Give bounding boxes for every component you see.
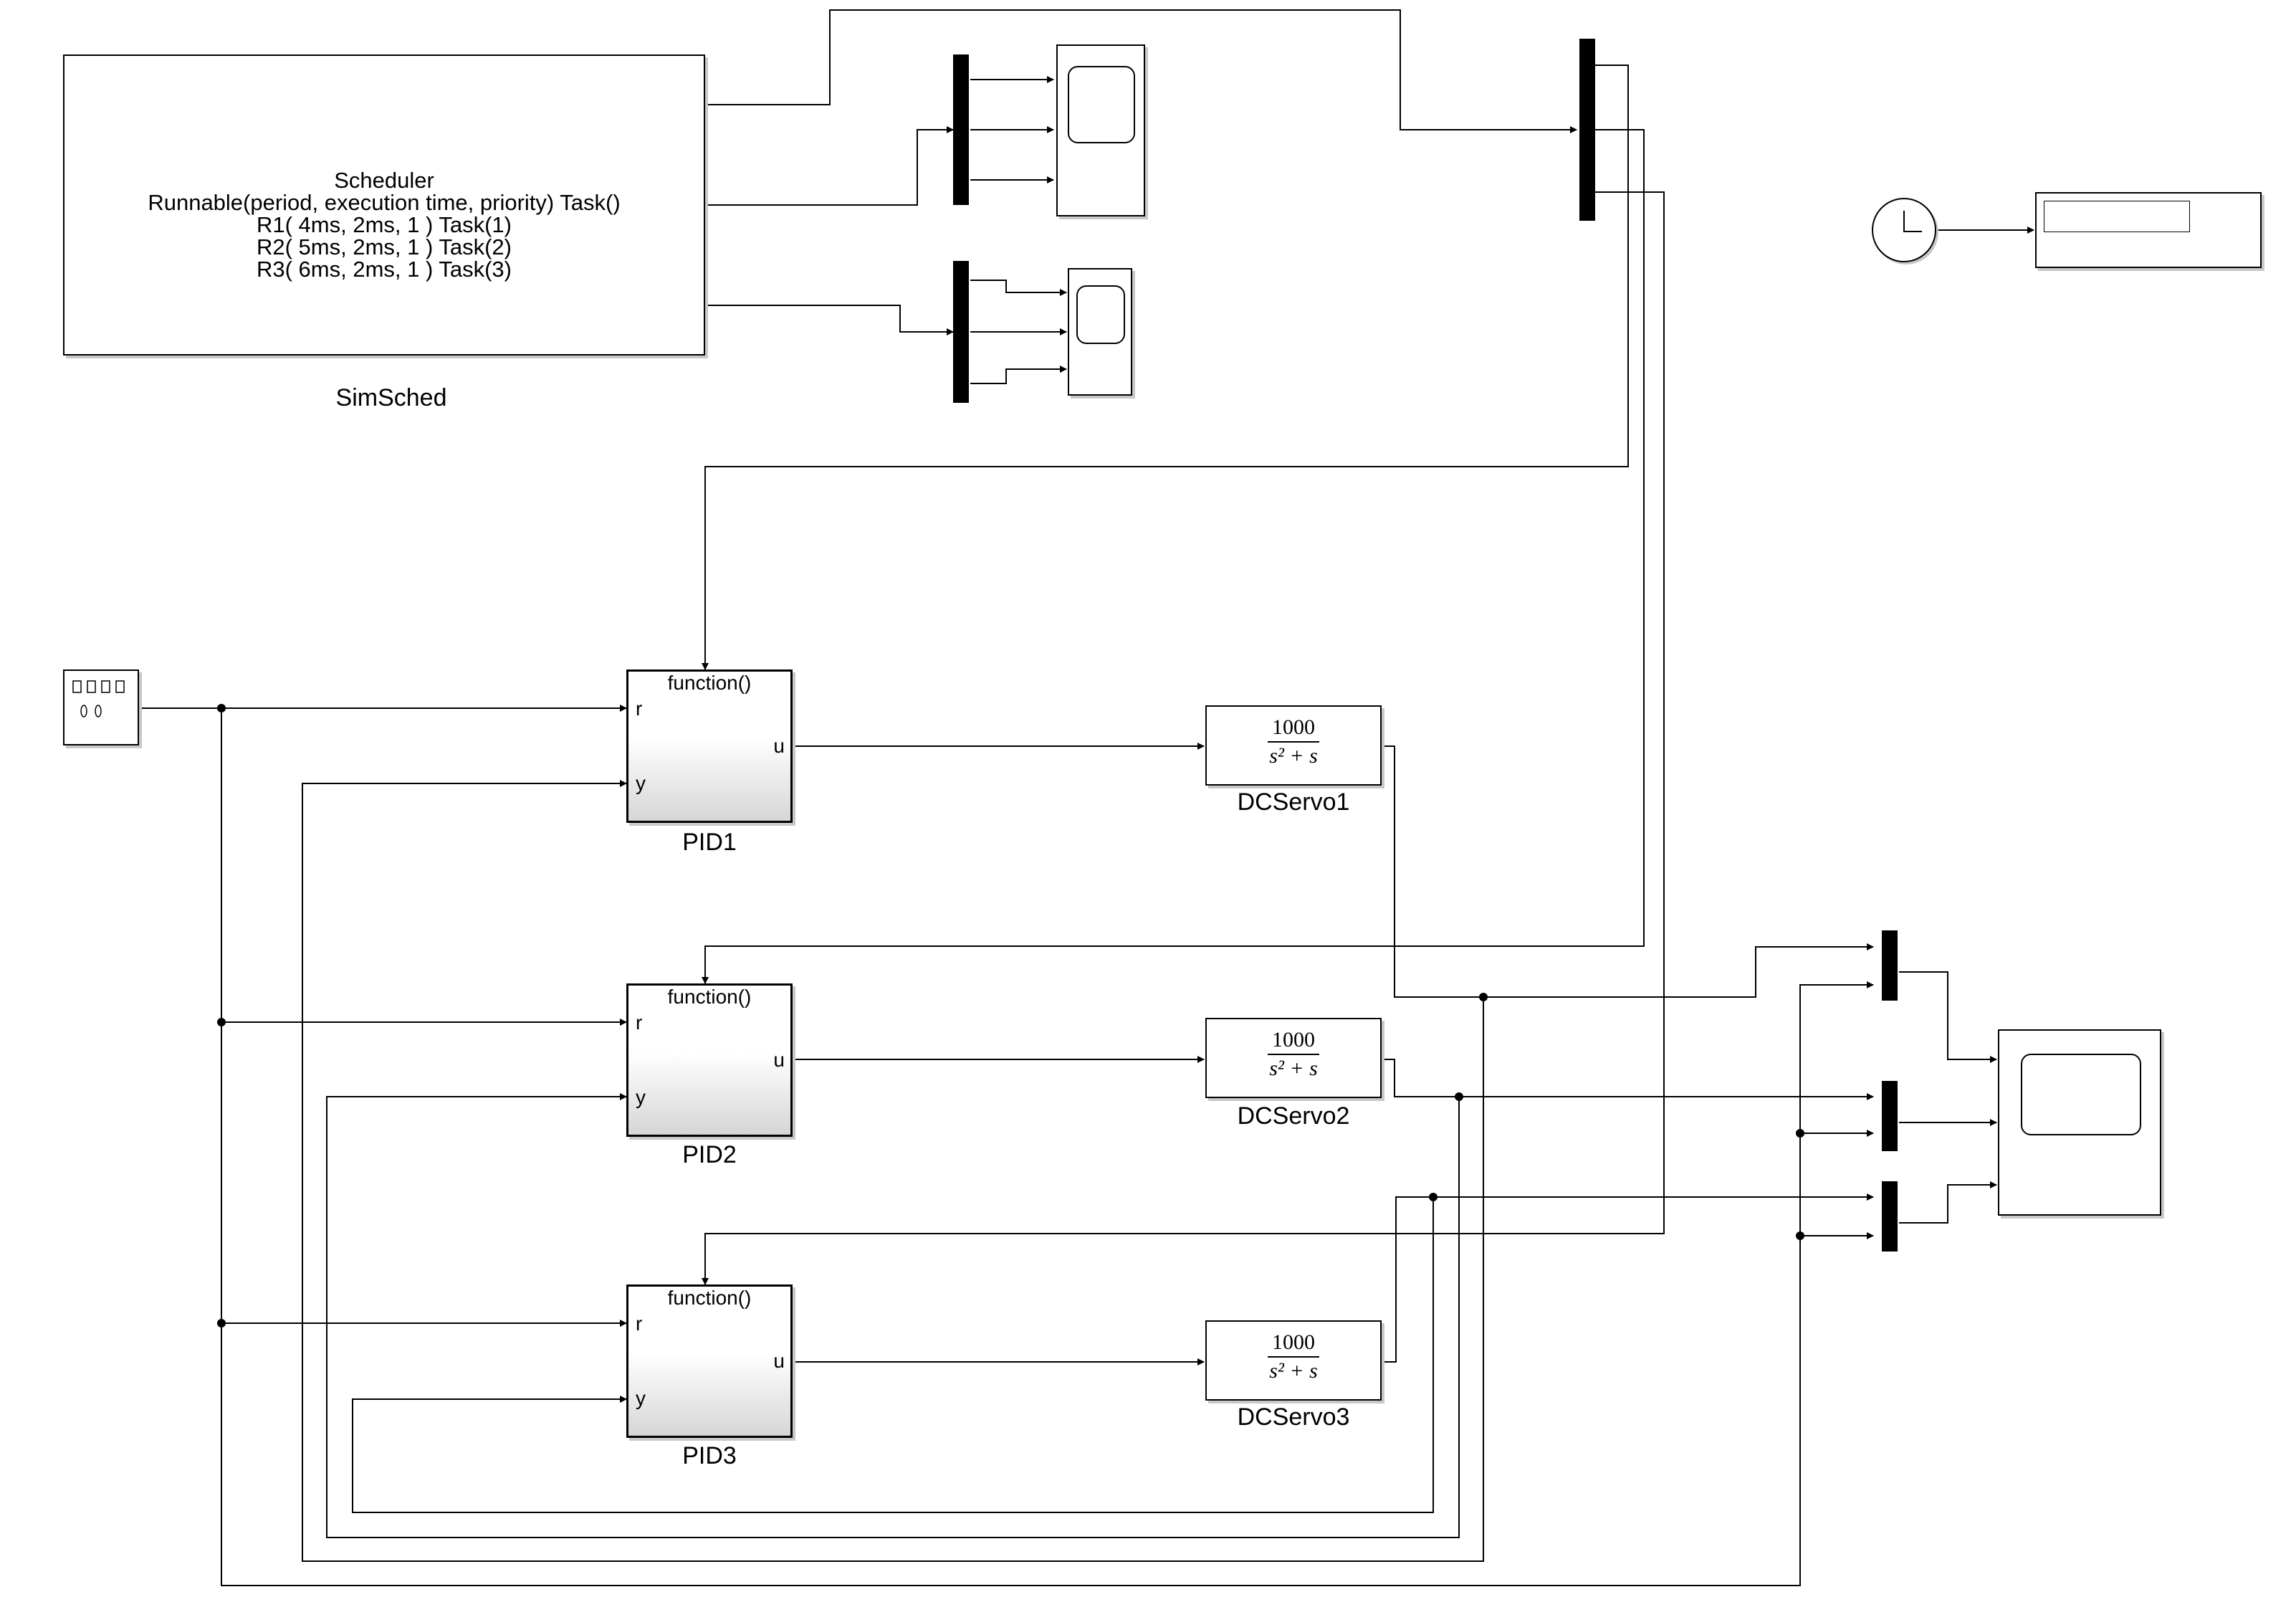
port-u-label: u: [773, 1350, 785, 1372]
pid2-block[interactable]: function() r y u: [626, 983, 793, 1137]
signal-line: [1382, 1059, 1459, 1097]
port-r-label: r: [636, 697, 643, 720]
dcservo1-block[interactable]: 1000 s² + s: [1205, 705, 1382, 786]
tf-numerator: 1000: [1268, 1330, 1319, 1358]
tf-denominator: s² + s: [1269, 1057, 1318, 1080]
scheduler-line: Runnable(period, execution time, priorit…: [148, 190, 621, 215]
branch-point: [217, 1018, 226, 1026]
tf-denominator: s² + s: [1269, 744, 1318, 768]
signal-line: [970, 366, 1067, 384]
mux-bar[interactable]: [953, 54, 969, 205]
dcservo2-name: DCServo2: [1237, 1102, 1350, 1130]
port-u-label: u: [773, 735, 785, 757]
dcservo3-block[interactable]: 1000 s² + s: [1205, 1320, 1382, 1401]
signal-line: [705, 126, 954, 206]
branch-point: [1455, 1092, 1463, 1101]
mux-bar[interactable]: [953, 261, 969, 403]
signal-line: [1899, 971, 1997, 1063]
signal-line: [1382, 1196, 1433, 1363]
pid1-name: PID1: [682, 829, 737, 856]
signal-line: [221, 708, 1801, 1586]
branch-point: [1429, 1193, 1438, 1201]
clock-block[interactable]: [1872, 198, 1936, 262]
signal-line: [1483, 943, 1874, 998]
trigger-port-label: function(): [667, 986, 752, 1008]
scheduler-line: Scheduler: [334, 168, 434, 193]
signal-source-block[interactable]: [63, 669, 139, 745]
tf-numerator: 1000: [1268, 1028, 1319, 1055]
demux-bar[interactable]: [1579, 39, 1595, 221]
port-u-label: u: [773, 1049, 785, 1071]
display-field: [2044, 201, 2190, 232]
display-block[interactable]: [2035, 192, 2262, 268]
pid3-name: PID3: [682, 1442, 737, 1469]
scope-screen-icon: [1068, 66, 1135, 143]
scope-screen-icon: [2021, 1054, 2141, 1135]
scope-screen-icon: [1076, 285, 1125, 344]
pid1-block[interactable]: function() r y u: [626, 669, 793, 823]
clock-icon: [1903, 211, 1922, 232]
branch-point: [1796, 1129, 1804, 1138]
transfer-function: 1000 s² + s: [1207, 1028, 1380, 1081]
scheduler-line: R1( 4ms, 2ms, 1 ) Task(1): [256, 212, 512, 237]
signal-line: [705, 305, 954, 335]
tf-numerator: 1000: [1268, 715, 1319, 743]
port-y-label: y: [636, 1387, 646, 1409]
dcservo2-block[interactable]: 1000 s² + s: [1205, 1018, 1382, 1098]
scope-block[interactable]: [1068, 268, 1132, 396]
pid2-name: PID2: [682, 1141, 737, 1168]
pid3-block[interactable]: function() r y u: [626, 1284, 793, 1438]
scheduler-line: R2( 5ms, 2ms, 1 ) Task(2): [256, 234, 512, 259]
scheduler-text: Scheduler Runnable(period, execution tim…: [64, 169, 704, 280]
signal-line: [1382, 745, 1483, 998]
signal-line: [705, 9, 1577, 133]
scheduler-line: R3( 6ms, 2ms, 1 ) Task(3): [256, 257, 512, 282]
mux-bar[interactable]: [1882, 1181, 1898, 1252]
trigger-port-label: function(): [667, 1287, 752, 1309]
scope-block[interactable]: [1056, 44, 1145, 216]
signal-line: [1799, 981, 1874, 1133]
signal-line: [326, 1093, 1460, 1538]
branch-point: [1479, 993, 1488, 1001]
trigger-port-label: function(): [667, 672, 752, 694]
trigger-line: [702, 191, 1665, 1285]
signal-line: [352, 1197, 1434, 1513]
signal-line: [1899, 1181, 1997, 1224]
port-r-label: r: [636, 1312, 643, 1335]
port-r-label: r: [636, 1011, 643, 1034]
dcservo1-name: DCServo1: [1237, 788, 1350, 816]
scheduler-name: SimSched: [335, 384, 447, 411]
branch-point: [1796, 1231, 1804, 1240]
signal-line: [970, 280, 1067, 296]
trigger-line: [702, 129, 1645, 984]
transfer-function: 1000 s² + s: [1207, 715, 1380, 768]
tf-denominator: s² + s: [1269, 1359, 1318, 1383]
port-y-label: y: [636, 772, 646, 794]
signal-line: [302, 780, 1484, 1562]
mux-bar[interactable]: [1882, 1081, 1898, 1151]
scope-block[interactable]: [1998, 1029, 2161, 1216]
dcservo3-name: DCServo3: [1237, 1403, 1350, 1431]
branch-point: [217, 704, 226, 712]
scheduler-block[interactable]: Scheduler Runnable(period, execution tim…: [63, 54, 705, 356]
port-y-label: y: [636, 1086, 646, 1108]
mux-bar[interactable]: [1882, 930, 1898, 1001]
signal-builder-icon: [72, 680, 125, 718]
trigger-line: [702, 65, 1629, 670]
branch-point: [217, 1319, 226, 1327]
transfer-function: 1000 s² + s: [1207, 1330, 1380, 1383]
